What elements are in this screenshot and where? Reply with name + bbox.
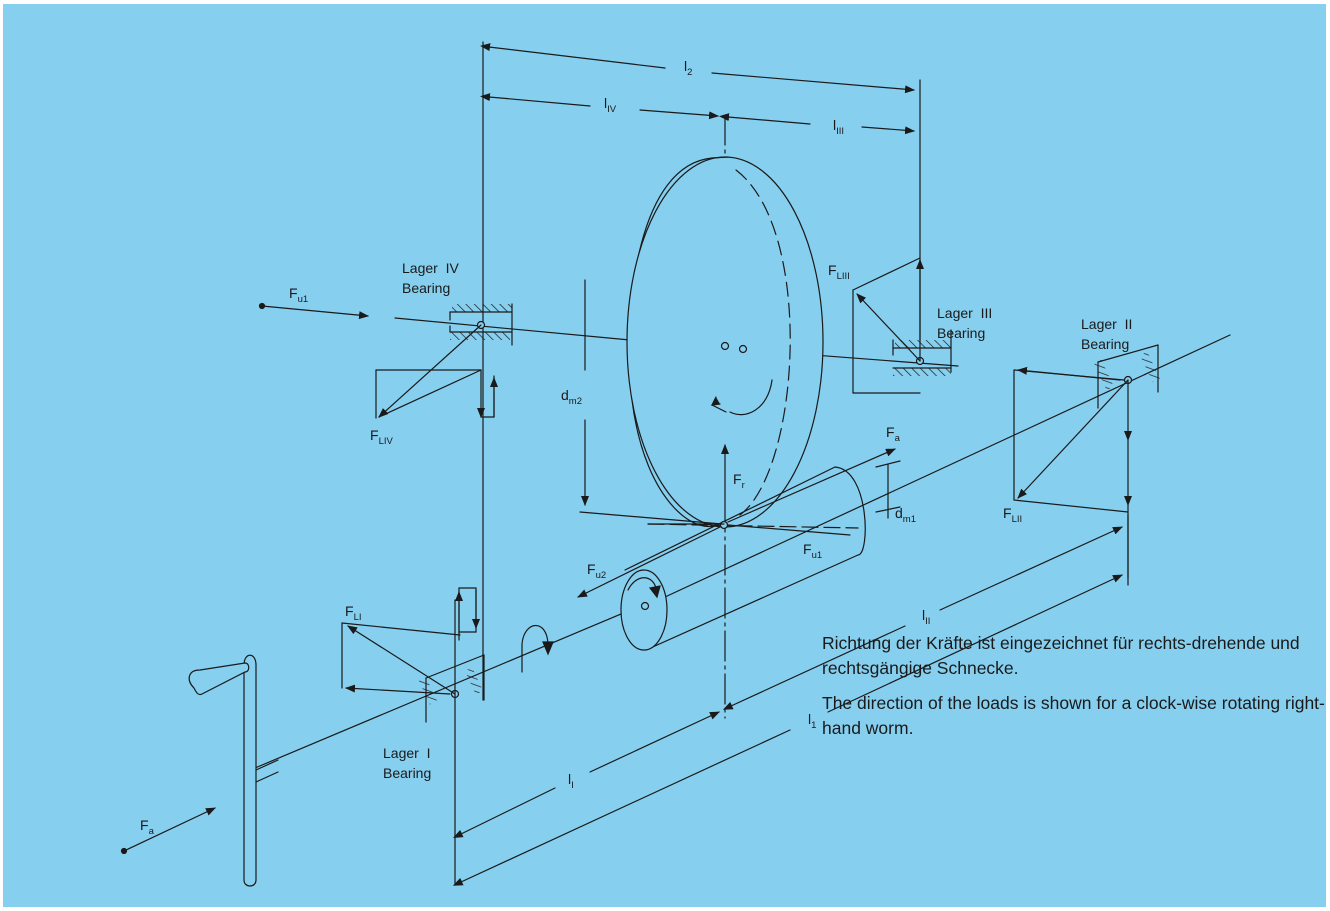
dimension-lII: [722, 526, 1123, 710]
force-Fa-top-arrow: [727, 448, 896, 523]
dimension-lIII: [719, 113, 915, 135]
dimension-dm1: [875, 460, 901, 519]
label-l1: l1: [808, 711, 816, 731]
bearing-I-label-en: Bearing: [383, 765, 431, 781]
bearing-III-label-de: Lager III: [937, 305, 992, 321]
worm-wheel: [626, 156, 824, 528]
label-dm1: dm1: [895, 505, 916, 525]
worm-shaft: [254, 334, 1231, 769]
crank-handle: [188, 654, 279, 887]
label-lIII: lIII: [833, 117, 844, 137]
force-Fu1-left-arrow: [258, 302, 369, 320]
bearing-II-label-de: Lager II: [1081, 316, 1132, 332]
label-Fr: Fr: [733, 471, 745, 491]
bearing-I: [341, 587, 485, 723]
dimension-lIV: [480, 93, 719, 120]
bearing-IV-label-de: Lager IV: [402, 260, 459, 276]
label-FLIV: FLIV: [370, 427, 393, 447]
label-dm2: dm2: [561, 387, 582, 407]
bearing-III-label-en: Bearing: [937, 325, 985, 341]
worm-shaft-rotation-arrow: [521, 625, 554, 673]
worm-cylinder: [620, 466, 866, 651]
bearing-III: [852, 257, 952, 394]
bearing-IV: [375, 303, 513, 419]
label-FLI: FLI: [345, 603, 362, 623]
force-Fu2-arrow: [577, 526, 721, 598]
note: Richtung der Kräfte ist eingezeichnet fü…: [822, 631, 1330, 751]
worm-gear-force-diagram: l2 lIV lIII Fu1 Lager IV Bearing Lager I…: [120, 41, 1231, 887]
label-FLII: FLII: [1003, 505, 1022, 525]
label-Fu1-mesh: Fu1: [803, 541, 822, 561]
label-lIV: lIV: [604, 95, 617, 115]
label-Fu1-left: Fu1: [289, 285, 308, 305]
force-Fa-bottom-arrow: [120, 807, 216, 855]
label-l2: l2: [684, 58, 692, 78]
label-Fu2: Fu2: [587, 561, 606, 581]
label-lI: lI: [568, 771, 574, 791]
bearing-IV-label-en: Bearing: [402, 280, 450, 296]
note-english: The direction of the loads is shown for …: [822, 693, 1325, 738]
figure-panel: l2 lIV lIII Fu1 Lager IV Bearing Lager I…: [3, 4, 1326, 907]
force-Fu1-mesh-arrow: [727, 524, 851, 536]
label-Fa-top: Fa: [886, 424, 901, 444]
label-FLIII: FLIII: [828, 262, 850, 282]
bearing-I-label-de: Lager I: [383, 745, 430, 761]
dimension-l1: [452, 574, 1123, 886]
label-lII: lII: [922, 607, 930, 627]
note-german: Richtung der Kräfte ist eingezeichnet fü…: [822, 633, 1300, 678]
dimension-dm2: [579, 279, 723, 525]
labels: l2 lIV lIII Fu1 Lager IV Bearing Lager I…: [140, 58, 1132, 837]
bearing-II-label-en: Bearing: [1081, 336, 1129, 352]
dimension-lI: [452, 711, 720, 838]
label-Fa-bottom: Fa: [140, 817, 155, 837]
